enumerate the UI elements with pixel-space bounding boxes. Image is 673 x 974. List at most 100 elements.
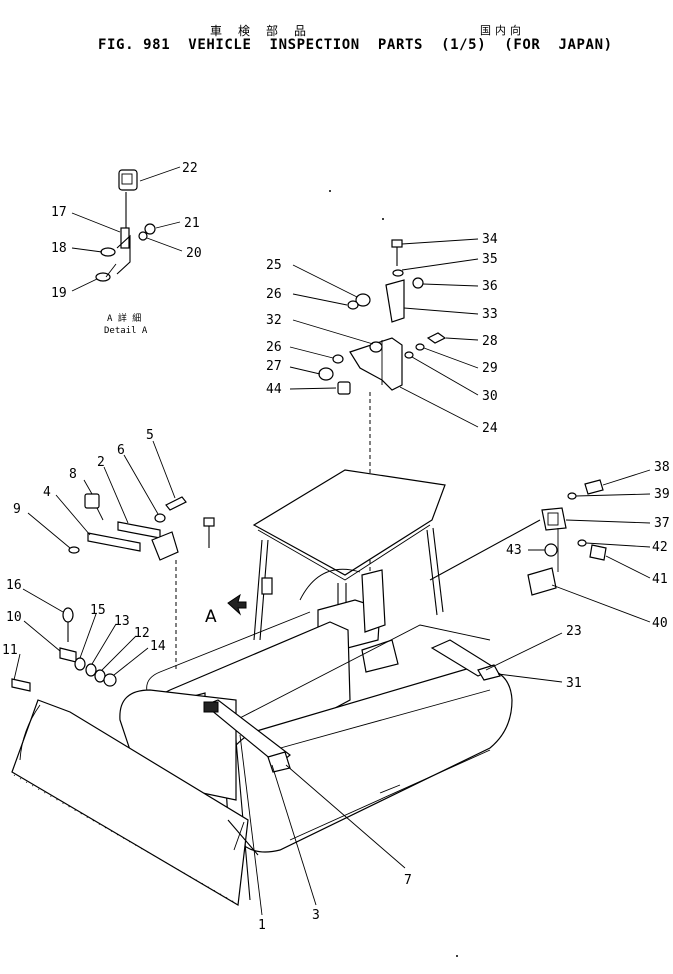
blade-hardware-group: 16 10 11 15 13 12 14: [2, 578, 166, 692]
part-10-bracket: [59, 647, 77, 663]
detail-jp-label: A 詳 細: [107, 312, 141, 324]
part-31-lamp: [477, 664, 501, 681]
leader-19: [71, 278, 98, 292]
callout-33: 33: [482, 307, 498, 322]
leader-32: [292, 319, 374, 345]
callout-34: 34: [482, 232, 498, 247]
part-17-spring: [120, 227, 130, 249]
part-42-washer: [577, 539, 587, 547]
callout-16: 16: [6, 578, 22, 593]
leader-24: [399, 386, 479, 428]
leader-5: [152, 440, 176, 499]
view-marker-a: A: [205, 607, 217, 627]
leader-40: [551, 584, 651, 623]
push-arm-lamp: [203, 701, 219, 713]
callout-12: 12: [134, 626, 150, 641]
leader-31: [497, 673, 563, 683]
blade-tilt-brace: [227, 819, 259, 856]
leader-35: [401, 258, 479, 271]
callout-11: 11: [2, 643, 18, 658]
canopy-roof: [252, 469, 446, 576]
part-18-washer: [100, 247, 116, 257]
blade-curve: [19, 704, 41, 761]
callout-5: 5: [146, 428, 154, 443]
part-36-nut: [412, 277, 424, 289]
part-14-nut: [103, 673, 117, 687]
part-26-washer-top: [347, 300, 359, 310]
japanese-subtitle: 国内向: [480, 24, 525, 37]
leader-2: [103, 466, 129, 524]
callout-37: 37: [654, 516, 670, 531]
part-41-bolt: [589, 544, 607, 561]
callout-41: 41: [652, 572, 668, 587]
japanese-title: 車検部品: [210, 24, 323, 38]
figure-title: FIG. 981 VEHICLE INSPECTION PARTS (1/5) …: [98, 37, 613, 53]
part-9-washer: [68, 546, 80, 554]
leader-10: [23, 620, 61, 652]
callout-4: 4: [43, 485, 51, 500]
part-15-washer: [74, 657, 86, 671]
callout-18: 18: [51, 241, 67, 256]
blade-side: [233, 821, 245, 851]
canopy-post-rr2: [432, 527, 444, 613]
leader-13: [91, 623, 117, 665]
part-39-washer: [567, 492, 577, 500]
lamp-guide-line: [429, 519, 541, 581]
part-19-washer: [95, 272, 111, 282]
leader-39: [575, 493, 651, 497]
callout-17: 17: [51, 205, 67, 220]
callout-40: 40: [652, 616, 668, 631]
callout-28: 28: [482, 334, 498, 349]
callout-27: 27: [266, 359, 282, 374]
callout-32: 32: [266, 313, 282, 328]
part-30-washer: [404, 351, 414, 359]
part-2-bracket: [117, 521, 161, 539]
part-37-lens: [547, 512, 559, 526]
leader-3: [271, 764, 317, 906]
detail-link: [105, 263, 117, 278]
bolt-head: [203, 517, 215, 527]
part-44-clip: [337, 381, 351, 395]
callout-35: 35: [482, 252, 498, 267]
part-40-bracket: [527, 567, 557, 596]
leader-33: [403, 307, 479, 315]
part-34-head: [391, 239, 403, 248]
callout-38: 38: [654, 460, 670, 475]
part-24-bracket: [349, 337, 403, 391]
detail-label: Detail A: [104, 326, 148, 336]
leader-37: [565, 519, 651, 524]
part-4-bracket: [87, 532, 141, 552]
canopy-post-rr: [426, 529, 438, 616]
leader-11: [13, 653, 21, 681]
callout-43: 43: [506, 543, 522, 558]
fender-line: [235, 624, 491, 721]
canopy-post-fl: [253, 539, 263, 641]
leader-28: [445, 337, 479, 341]
callout-44: 44: [266, 382, 282, 397]
leader-27: [289, 366, 321, 375]
dot-1: [329, 190, 331, 192]
leader-23: [485, 632, 563, 671]
callout-26-top: 26: [266, 287, 282, 302]
part-32-nut: [369, 341, 383, 353]
part-21-nut: [144, 223, 156, 235]
view-arrow-icon: [227, 593, 247, 616]
dot-3: [456, 955, 458, 957]
blade-edge-bolts: [13, 774, 237, 904]
callout-7: 7: [404, 873, 412, 888]
track-bottom-line: [289, 749, 491, 841]
leader-4: [55, 494, 91, 536]
leader-26b: [289, 346, 334, 359]
leader-42: [585, 542, 651, 548]
part-5-bolt: [165, 496, 187, 511]
callout-14: 14: [150, 639, 166, 654]
leader-20: [146, 237, 183, 252]
part-27-nut: [318, 367, 334, 381]
leader-21: [155, 221, 181, 229]
lamp-wire: [96, 507, 104, 521]
callout-42: 42: [652, 540, 668, 555]
callout-39: 39: [654, 487, 670, 502]
track-belt-line: [265, 689, 491, 753]
callout-8: 8: [69, 467, 77, 482]
callout-30: 30: [482, 389, 498, 404]
